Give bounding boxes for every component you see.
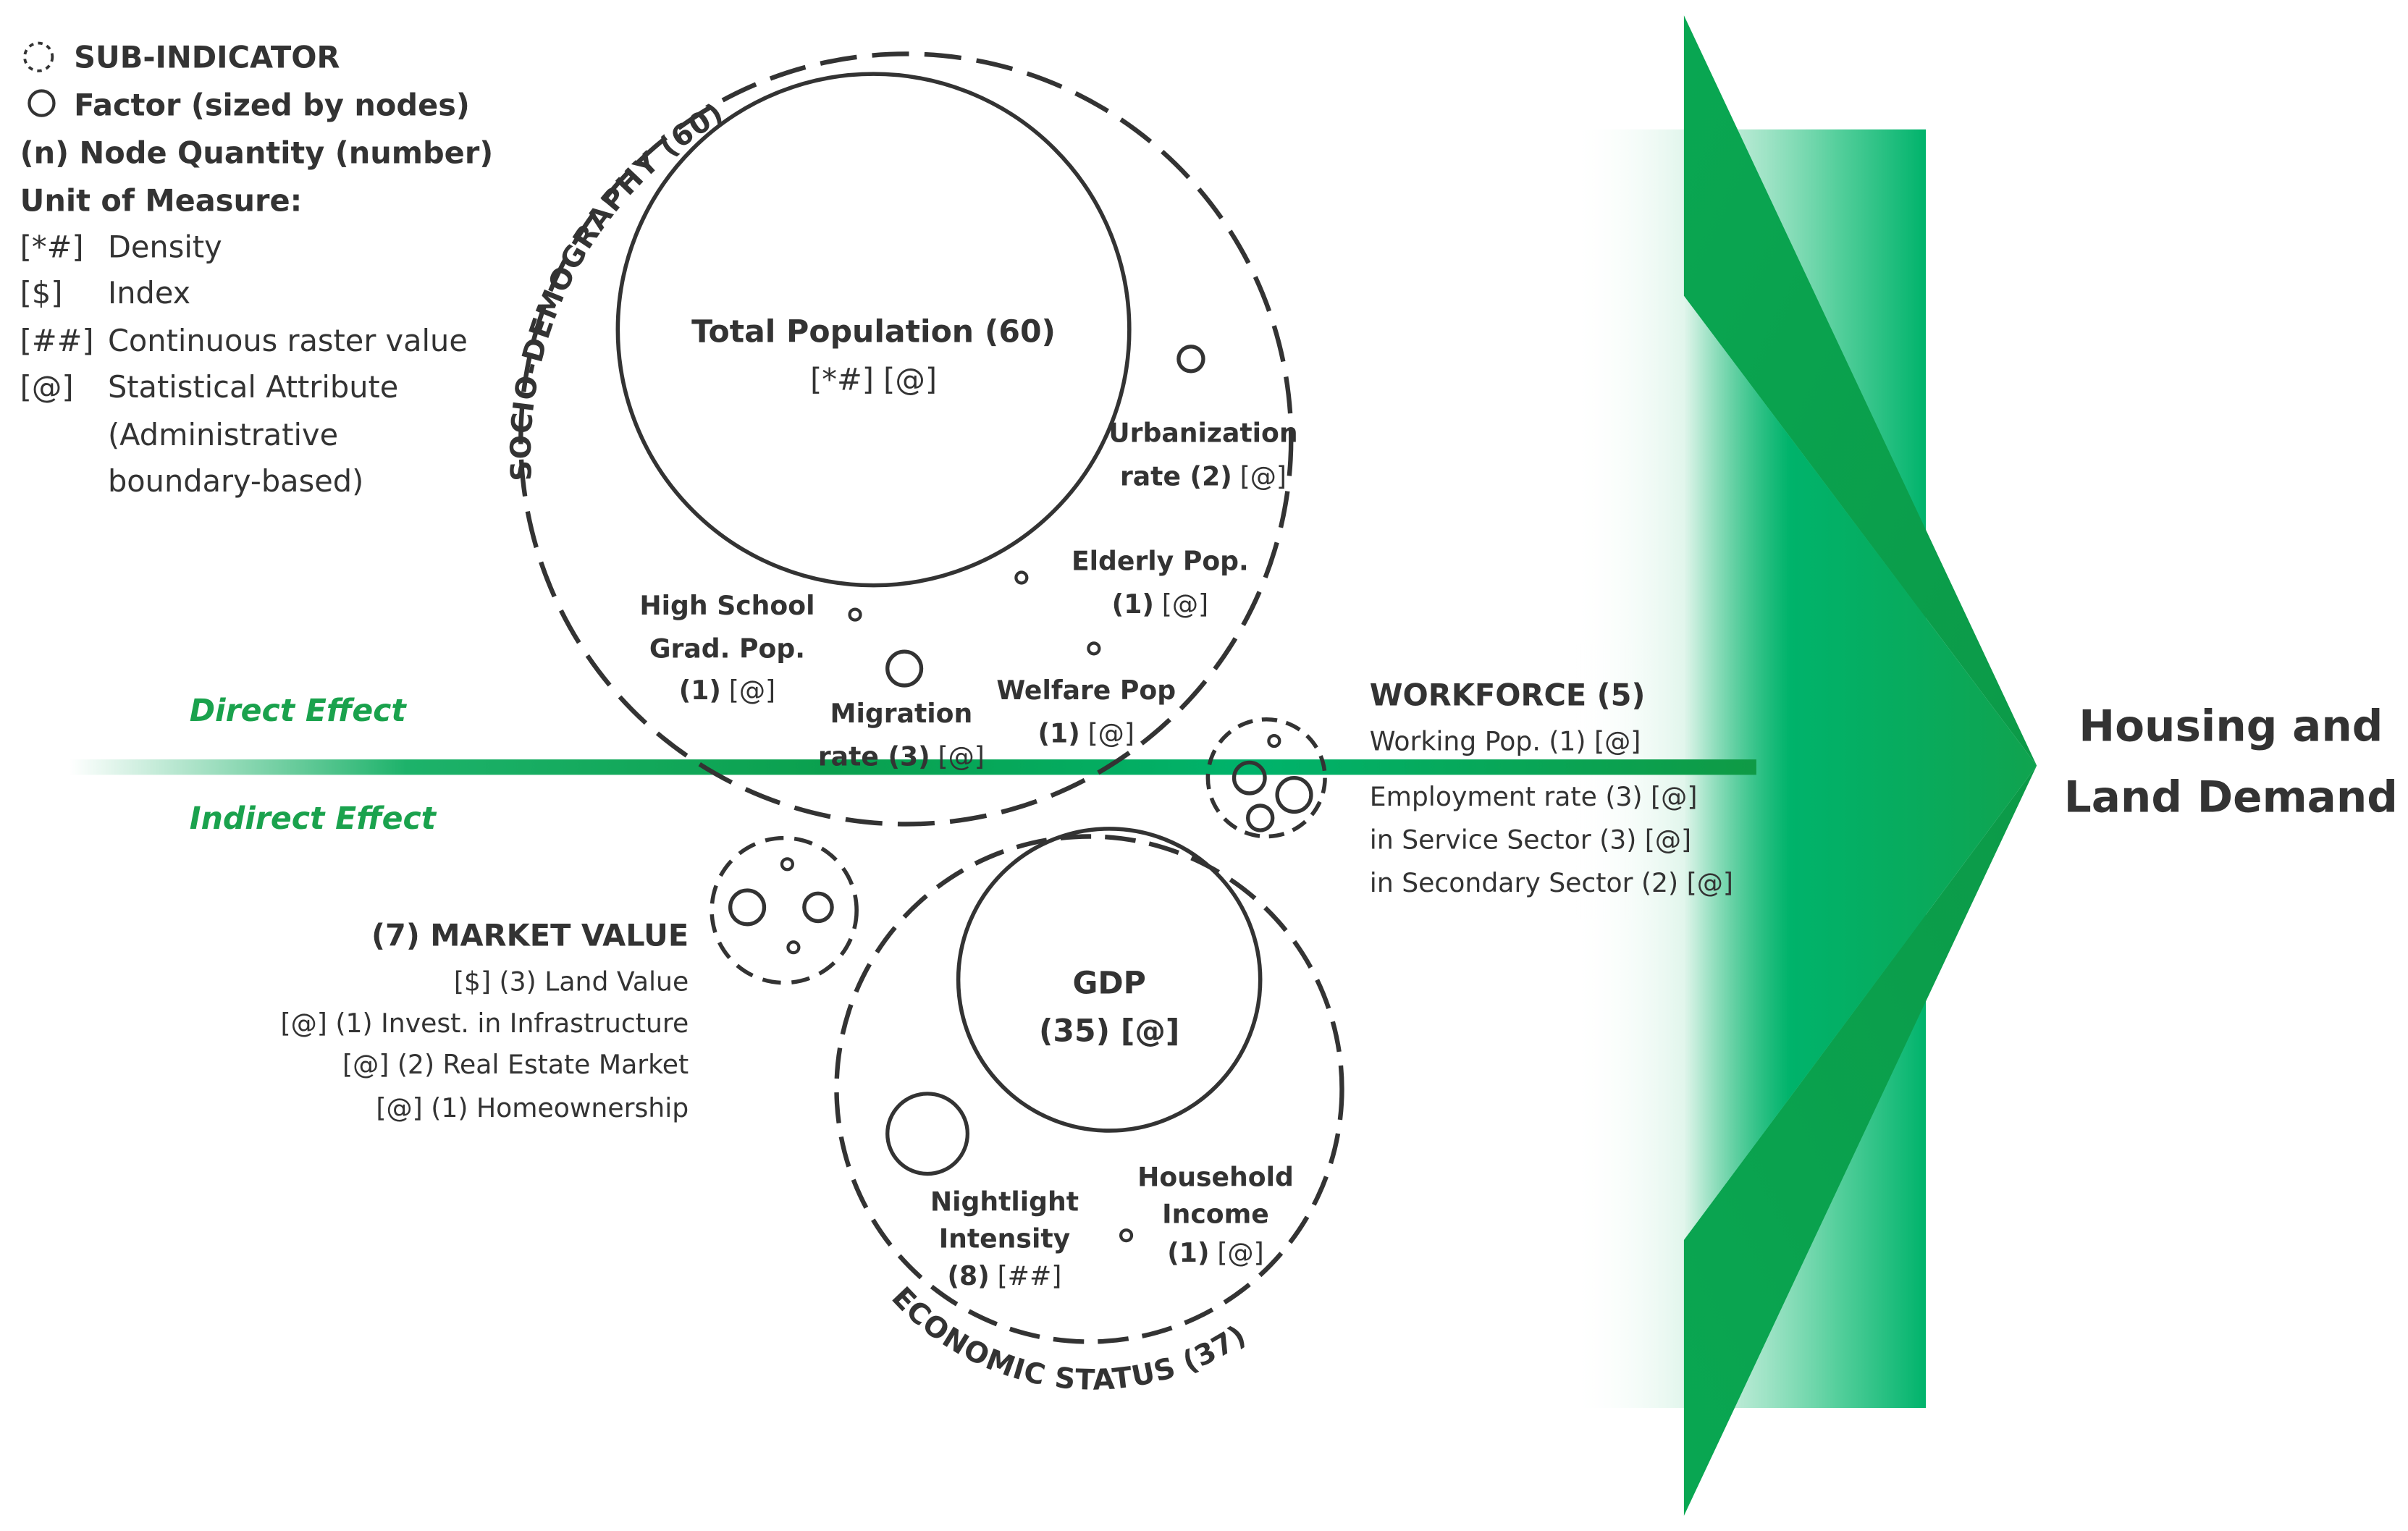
service-sector-node: [1275, 775, 1313, 814]
infrastructure-node: [780, 857, 794, 872]
workforce-circle: [1205, 717, 1327, 839]
legend-sub-indicator: SUB-INDICATOR: [74, 40, 340, 75]
employment-node: [1232, 760, 1267, 796]
arrow-wing-middle: [1683, 295, 2037, 1241]
legend-unit-label: Index: [108, 275, 190, 311]
workforce-line: Employment rate (3) [@]: [1370, 781, 1698, 812]
outcome-title-2: Land Demand: [2064, 772, 2398, 822]
urbanization-value: rate (2) [@]: [1120, 460, 1287, 492]
outcome-title: Housing and: [2079, 702, 2383, 752]
legend-unit-symbol: [##]: [20, 323, 94, 358]
arrow-wing-top: [1683, 15, 2037, 766]
gdp-node: [956, 827, 1263, 1133]
gdp-label: GDP: [1072, 966, 1145, 1002]
homeownership-node: [786, 940, 801, 955]
market-value-line: [@] (2) Real Estate Market: [342, 1049, 689, 1080]
legend-unit-label: Continuous raster value: [108, 323, 468, 358]
nightlight-label-2: Intensity: [939, 1223, 1071, 1254]
dashed-circle-icon: [23, 41, 54, 72]
real-estate-node: [802, 891, 834, 924]
total-population-node: [615, 72, 1132, 588]
total-population-units: [*#] [@]: [810, 361, 937, 397]
migration-node: [885, 649, 924, 688]
total-population-label: Total Population (60): [691, 313, 1056, 350]
market-value-line: [@] (1) Homeownership: [376, 1092, 689, 1123]
gdp-value: (35) [@]: [1039, 1013, 1179, 1050]
urbanization-label: Urbanization: [1108, 418, 1297, 449]
workforce-line: in Secondary Sector (2) [@]: [1370, 867, 1733, 898]
highschool-label-2: Grad. Pop.: [649, 633, 805, 665]
highschool-value: (1) [@]: [679, 675, 775, 706]
welfare-label: Welfare Pop: [996, 675, 1176, 706]
household-income-value: (1) [@]: [1167, 1237, 1263, 1268]
elderly-label: Elderly Pop.: [1072, 545, 1249, 576]
market-value-line: [@] (1) Invest. in Infrastructure: [281, 1008, 689, 1039]
household-income-label: Household: [1137, 1162, 1294, 1193]
urbanization-node: [1176, 345, 1205, 374]
economic-status-circle: [834, 834, 1344, 1344]
household-income-node: [1119, 1228, 1134, 1243]
elderly-node: [1014, 570, 1029, 585]
migration-value: rate (3) [@]: [818, 741, 985, 772]
legend-unit-of-measure: Unit of Measure:: [20, 183, 303, 219]
secondary-sector-node: [1246, 804, 1275, 832]
workforce-title: WORKFORCE (5): [1370, 678, 1646, 713]
land-value-node: [728, 888, 767, 927]
workforce-line: Working Pop. (1) [@]: [1370, 725, 1641, 756]
market-value-line: [$] (3) Land Value: [454, 966, 689, 997]
nightlight-node: [885, 1092, 970, 1176]
welfare-node: [1087, 641, 1101, 656]
legend-unit-label-cont: boundary-based): [108, 463, 363, 499]
workforce-line: in Service Sector (3) [@]: [1370, 824, 1691, 856]
legend-unit-symbol: [$]: [20, 275, 63, 311]
socio-demography-title: SOCIO-DEMOGRAPHY (60): [505, 96, 730, 482]
effect-line: [69, 759, 1756, 775]
legend-unit-symbol: [@]: [20, 369, 74, 405]
legend-unit-symbol: [*#]: [20, 229, 84, 264]
indirect-effect-label: Indirect Effect: [190, 801, 437, 837]
legend-unit-label: Density: [108, 229, 222, 264]
market-value-circle: [710, 835, 859, 985]
legend-factor: Factor (sized by nodes): [74, 88, 470, 123]
highschool-node: [848, 607, 862, 622]
welfare-value: (1) [@]: [1038, 718, 1134, 749]
nightlight-label: Nightlight: [930, 1186, 1079, 1218]
household-income-label-2: Income: [1162, 1199, 1269, 1230]
solid-circle-icon: [28, 89, 56, 117]
legend-unit-label: Statistical Attribute: [108, 369, 398, 405]
legend-node-quantity: (n) Node Quantity (number): [20, 135, 494, 171]
elderly-value: (1) [@]: [1112, 589, 1208, 620]
legend-unit-label-cont: (Administrative: [108, 417, 338, 452]
nightlight-value: (8) [##]: [948, 1260, 1062, 1291]
working-pop-node: [1267, 733, 1281, 748]
highschool-label: High School: [639, 590, 814, 621]
socio-demography-circle: [518, 51, 1294, 827]
market-value-title: (7) MARKET VALUE: [371, 918, 689, 953]
direct-effect-label: Direct Effect: [190, 693, 408, 729]
migration-label: Migration: [830, 698, 973, 729]
